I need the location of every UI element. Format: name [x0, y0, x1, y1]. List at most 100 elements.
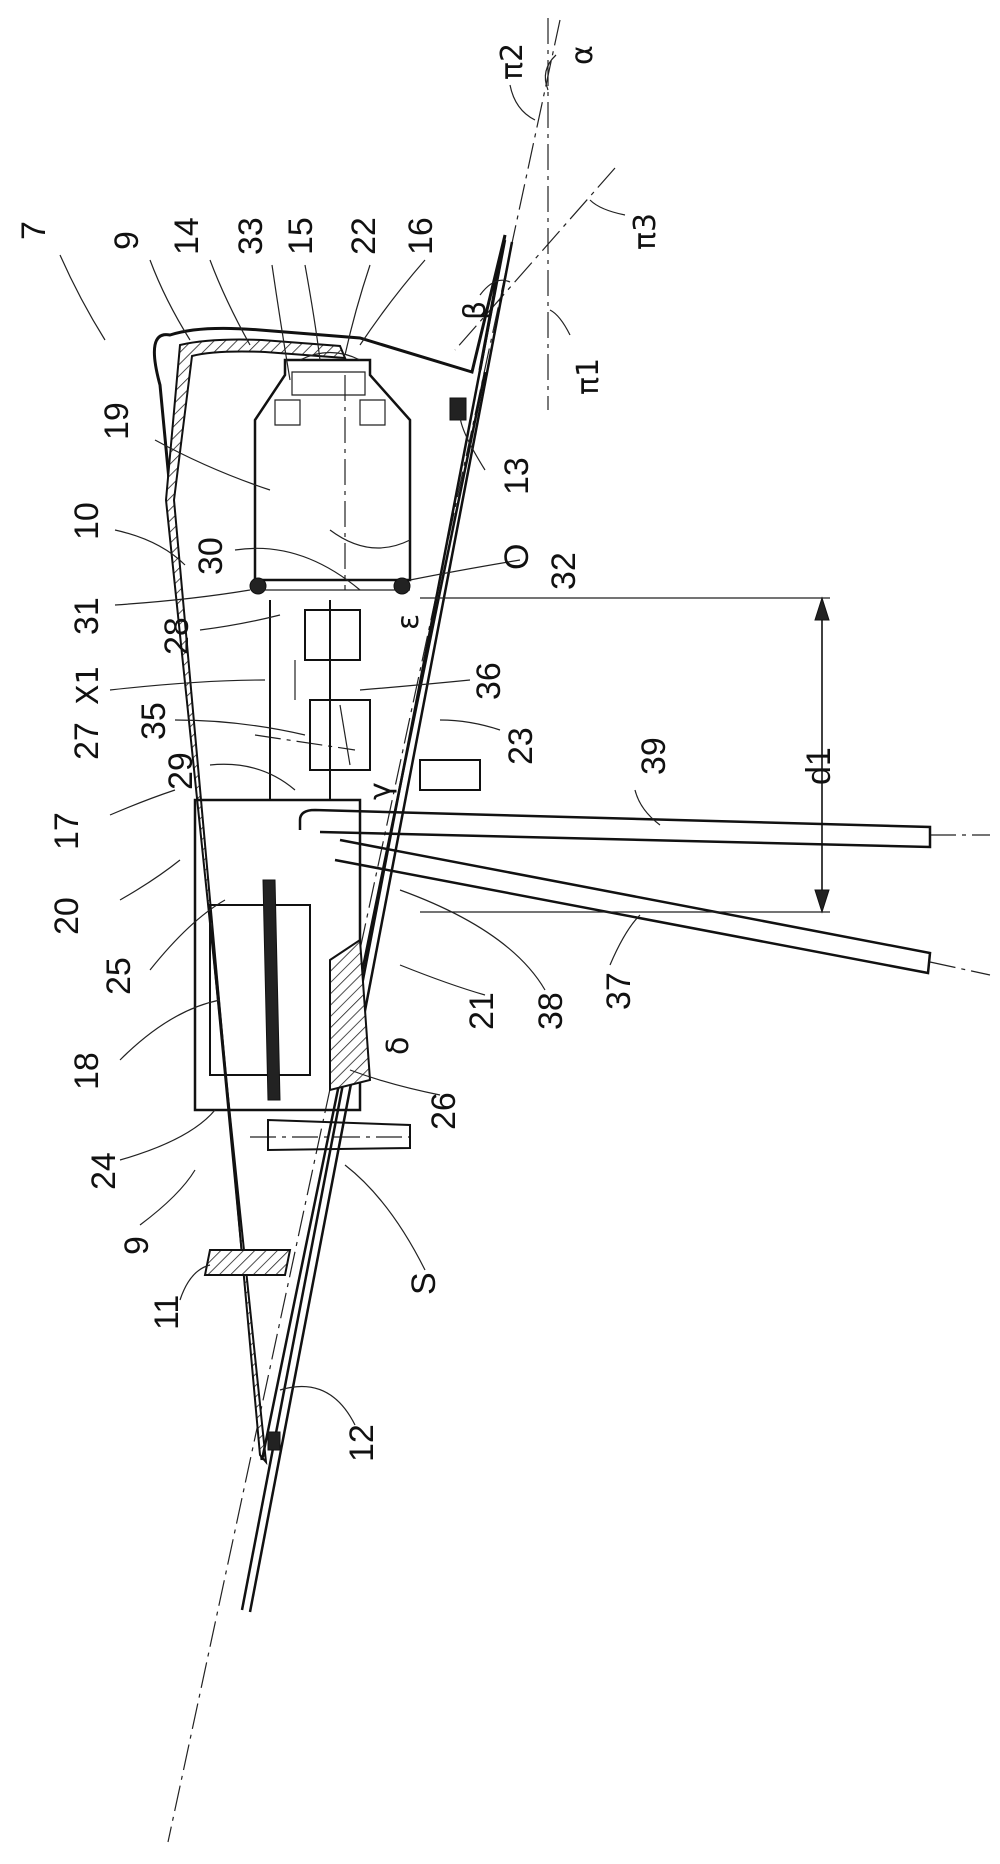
lens-element — [291, 371, 366, 396]
leader-20 — [119, 859, 181, 901]
leader-28 — [199, 614, 281, 631]
label-9-top: 9 — [108, 231, 146, 250]
label-12: 12 — [343, 1424, 381, 1462]
shell-lower-edge — [260, 371, 487, 1461]
label-29: 29 — [162, 752, 200, 790]
label-S: S — [405, 1272, 443, 1295]
leader-33 — [271, 264, 291, 381]
leader-30 — [234, 547, 361, 591]
leader-11 — [179, 1264, 211, 1301]
plane-pi3-line — [454, 167, 616, 351]
label-22: 22 — [345, 217, 383, 255]
label-32: 32 — [545, 552, 583, 590]
label-28: 28 — [158, 617, 196, 655]
axis-23 — [254, 734, 356, 751]
label-13: 13 — [498, 457, 536, 495]
label-21: 21 — [463, 992, 501, 1030]
label-17: 17 — [48, 812, 86, 850]
connector-spring — [339, 704, 351, 766]
clip-13 — [449, 397, 467, 421]
leader-9-bottom — [139, 1169, 196, 1226]
label-20: 20 — [48, 897, 86, 935]
leader-27 — [109, 679, 266, 691]
label-27: 27 — [68, 722, 106, 760]
leader-15 — [304, 264, 321, 361]
housing-bracket-right — [359, 399, 386, 426]
label-38: 38 — [532, 992, 570, 1030]
leader-13 — [459, 414, 486, 471]
label-36: 36 — [470, 662, 508, 700]
label-39: 39 — [635, 737, 673, 775]
label-11: 11 — [148, 1295, 186, 1330]
leader-10 — [114, 529, 186, 566]
leader-12 — [279, 1386, 356, 1426]
leader-26 — [349, 1069, 441, 1096]
leader-pi2 — [509, 84, 536, 121]
reference-lines — [167, 18, 991, 1843]
leader-37 — [609, 914, 641, 966]
connector-35 — [309, 699, 371, 771]
fastener-S — [267, 1118, 411, 1152]
leader-36 — [359, 679, 471, 691]
leader-7 — [59, 254, 106, 341]
label-epsilon: ε — [391, 614, 426, 630]
label-24: 24 — [85, 1152, 123, 1190]
leader-24 — [119, 1109, 216, 1161]
label-10: 10 — [68, 502, 106, 540]
base-plate-line — [240, 239, 507, 1611]
leader-pi1 — [549, 309, 571, 336]
plane-pi2-line — [167, 19, 561, 1843]
arc-O — [329, 529, 411, 549]
module-box — [193, 798, 372, 1112]
pipe-39 — [298, 808, 932, 849]
leader-35 — [174, 719, 306, 736]
leader-38 — [399, 889, 546, 991]
label-15: 15 — [282, 217, 320, 255]
pipe-axis-37 — [929, 961, 991, 976]
label-33: 33 — [232, 217, 270, 255]
leader-9-top — [149, 259, 191, 341]
fasteners — [203, 397, 481, 1451]
pivot-32 — [393, 577, 411, 595]
connector-assembly — [269, 600, 371, 801]
label-37: 37 — [600, 972, 638, 1010]
pivot-31 — [249, 577, 267, 595]
label-alpha: α — [565, 45, 600, 65]
label-25: 25 — [100, 957, 138, 995]
label-26: 26 — [425, 1092, 463, 1130]
pcb-25 — [262, 879, 281, 1101]
shell-outline-outer — [152, 234, 507, 1461]
leader-17 — [109, 789, 176, 816]
outer-shell — [152, 234, 514, 1613]
label-pi3: π3 — [628, 213, 663, 250]
leader-22 — [344, 264, 371, 356]
leader-23 — [439, 719, 501, 731]
angle-markers — [479, 54, 557, 296]
dim-arrow-top — [814, 596, 830, 621]
leader-14 — [209, 259, 251, 346]
beta-arc — [479, 279, 511, 296]
housing-bracket-left — [274, 399, 301, 426]
label-O: O — [498, 544, 536, 570]
leader-32 — [409, 559, 521, 581]
leader-19 — [154, 439, 271, 491]
pipes — [298, 808, 932, 975]
label-30: 30 — [192, 537, 230, 575]
screw-11 — [203, 1249, 292, 1276]
leader-pi3 — [589, 199, 626, 216]
reference-labels: 7 9 14 33 15 22 16 19 10 30 31 28 X1 27 … — [15, 43, 838, 1462]
clip-12 — [267, 1431, 281, 1451]
label-23: 23 — [502, 727, 540, 765]
label-35: 35 — [135, 702, 173, 740]
label-16: 16 — [402, 217, 440, 255]
component-18 — [209, 904, 311, 1076]
leader-S — [344, 1164, 426, 1271]
label-9-bottom: 9 — [118, 1236, 156, 1255]
label-14: 14 — [168, 217, 206, 255]
label-delta: δ — [381, 1037, 416, 1055]
base-plate-line-inner — [248, 241, 514, 1613]
leader-31 — [114, 589, 251, 606]
dim-arrow-bottom — [814, 889, 830, 914]
leader-21 — [399, 964, 486, 996]
